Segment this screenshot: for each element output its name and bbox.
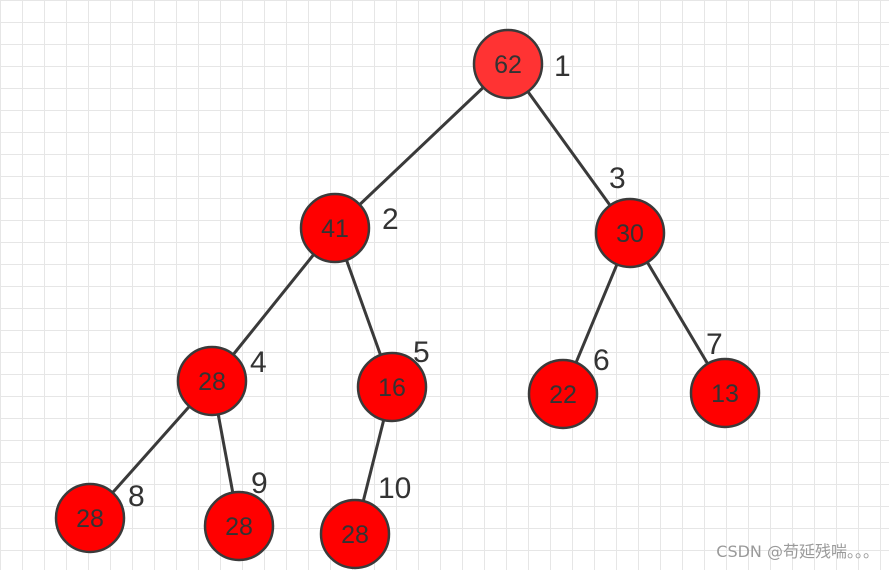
tree-node-5: 16 [356,351,428,423]
node-index-label: 6 [593,344,610,377]
tree-node-4: 28 [176,345,248,417]
edge-4-9 [216,414,235,493]
node-circle [176,345,248,417]
tree-node-10: 28 [319,498,391,570]
tree-node-9: 28 [203,490,275,562]
node-index-label: 7 [706,328,723,361]
edge-3-7 [646,261,709,365]
node-circle [356,351,428,423]
watermark: CSDN @苟延残喘。。。 [716,542,879,561]
node-value: 28 [76,505,104,533]
node-circle [319,498,391,570]
node-index-label: 1 [554,50,571,83]
index-labels: 1 2 3 4 5 6 7 8 9 10 [128,50,723,513]
node-circle [527,358,599,430]
edge-2-4 [232,253,315,356]
node-value: 28 [341,521,369,549]
node-value: 16 [378,374,406,402]
tree-node-3: 30 [594,197,666,269]
edge-4-8 [111,405,191,494]
tree-node-2: 41 [299,192,371,264]
node-circle [594,197,666,269]
edge-5-10 [361,419,386,502]
node-index-label: 2 [382,203,399,236]
tree-node-1: 62 [472,28,544,100]
node-index-label: 8 [128,480,145,513]
node-circle [54,482,126,554]
node-circle [689,357,761,429]
tree-node-8: 28 [54,482,126,554]
node-circle [203,490,275,562]
tree-edges [111,86,709,502]
edge-1-3 [526,90,612,207]
node-circle [472,28,544,100]
node-index-label: 9 [251,467,268,500]
node-value: 22 [549,381,577,409]
node-value: 41 [321,215,349,243]
node-value: 62 [494,51,522,79]
tree-node-6: 22 [527,358,599,430]
node-index-label: 3 [609,162,626,195]
edge-3-6 [574,263,619,364]
node-value: 30 [616,220,644,248]
node-circle [299,192,371,264]
edge-1-2 [358,86,485,206]
node-index-label: 4 [250,346,267,379]
node-index-label: 5 [413,336,430,369]
tree-node-7: 13 [689,357,761,429]
node-index-label: 10 [378,472,411,505]
node-value: 28 [225,513,253,541]
edge-2-5 [345,259,382,356]
node-value: 13 [711,380,739,408]
node-value: 28 [198,368,226,396]
